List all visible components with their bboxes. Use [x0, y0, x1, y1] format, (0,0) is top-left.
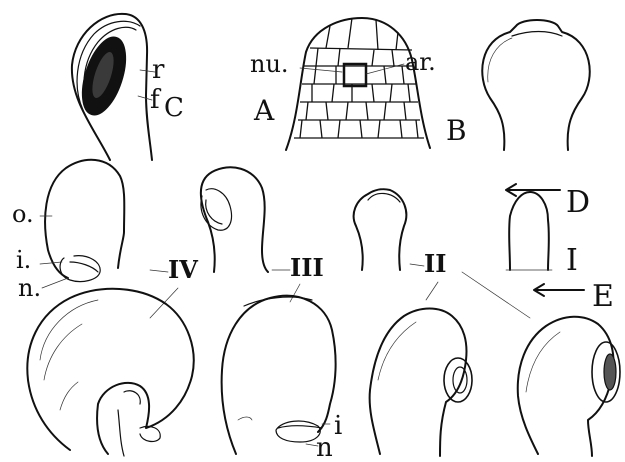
figure-a-nucellus-section: nu. ar. A B — [250, 18, 467, 150]
label-e: E — [592, 279, 614, 314]
figure-ii-late — [370, 309, 472, 457]
label-i-roman: I — [566, 243, 578, 278]
figure-c-ovule: r f C — [72, 14, 184, 160]
label-c: C — [164, 93, 184, 123]
label-ii: II — [424, 249, 446, 278]
figure-iv-anatropous — [27, 289, 193, 456]
label-nu: nu. — [250, 50, 289, 78]
figure-e-late — [518, 317, 620, 456]
label-f: f — [150, 85, 162, 115]
arrow-e — [534, 284, 584, 296]
label-ar: ar. — [405, 48, 436, 76]
arrow-d — [506, 184, 560, 196]
label-n-upper: n. — [18, 274, 41, 302]
figure-ii-early — [354, 189, 407, 270]
label-i-lower: i — [334, 411, 342, 441]
archesporial-cell — [344, 64, 366, 86]
label-a: A — [253, 94, 275, 127]
figure-iii-late: i n — [222, 296, 343, 462]
figure-iii-early — [201, 167, 268, 272]
micropyle-ii — [444, 358, 472, 402]
figure-i-primordium — [506, 192, 552, 270]
label-b: B — [446, 114, 467, 147]
label-d: D — [566, 185, 590, 220]
label-i-upper: i. — [16, 246, 31, 274]
label-r: r — [152, 55, 165, 85]
figure-iv-early: o. i. n. — [12, 160, 124, 302]
label-iv: IV — [168, 255, 198, 284]
label-o: o. — [12, 200, 34, 228]
figure-b-young-ovule — [482, 20, 589, 150]
label-n-lower: n — [316, 433, 333, 462]
label-iii: III — [290, 253, 324, 282]
